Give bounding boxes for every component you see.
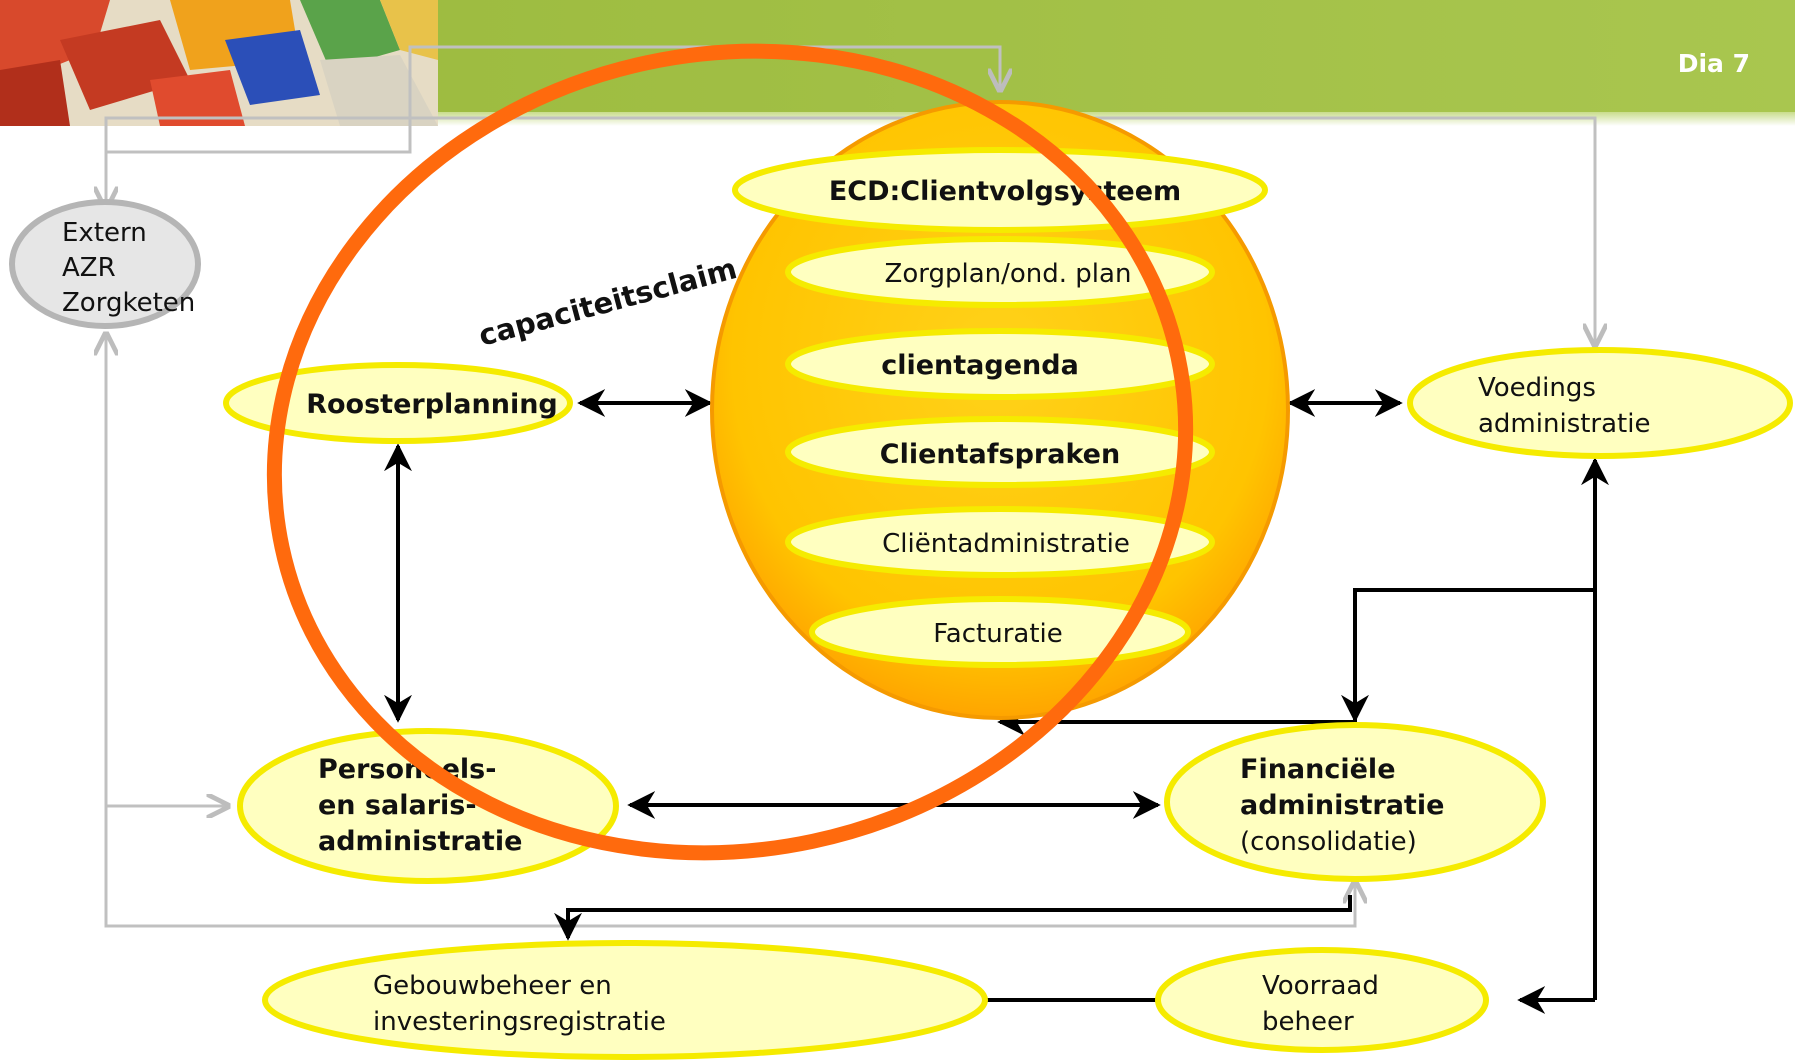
arrow-financiele-gebouw	[554, 895, 1352, 941]
gebouwbeheer-line: Gebouwbeheer en	[373, 971, 612, 1001]
module-label: Clientafspraken	[880, 439, 1120, 470]
module-label: Facturatie	[933, 619, 1063, 649]
voorraad-line: Voorraad	[1262, 971, 1379, 1001]
module-label: Cliëntadministratie	[882, 529, 1130, 559]
connector-extern-voedings	[104, 116, 1595, 345]
node-gebouwbeheer: Gebouwbeheer en investeringsregistratie	[262, 940, 988, 1060]
module-label: Zorgplan/ond. plan	[885, 259, 1132, 289]
financiele-line: administratie	[1240, 790, 1444, 821]
personeels-line: en salaris-	[318, 790, 477, 821]
capacity-claim-label: capaciteitsclaim	[475, 251, 740, 353]
voedings-line: administratie	[1478, 409, 1650, 439]
financiele-ellipse	[1164, 722, 1546, 882]
extern-line: AZR	[62, 253, 116, 283]
module-ellipse	[785, 328, 1215, 400]
module-ellipse	[785, 506, 1215, 578]
node-voedings: Voedings administratie	[1407, 347, 1793, 459]
module-label: clientagenda	[881, 350, 1079, 381]
voedings-ellipse	[1407, 347, 1793, 459]
roosterplanning-label: Roosterplanning	[306, 389, 558, 420]
node-extern: Extern AZR Zorgketen	[9, 199, 201, 329]
node-roosterplanning: Roosterplanning	[223, 362, 573, 444]
personeels-line: administratie	[318, 826, 522, 857]
ecd-title: ECD:Clientvolgsysteem	[829, 176, 1181, 207]
ecd-title-ellipse	[732, 147, 1268, 233]
roosterplanning-ellipse	[223, 362, 573, 444]
connector-extern-financiele	[106, 334, 1355, 928]
voorraad-line: beheer	[1262, 1007, 1354, 1037]
node-voorraad: Voorraad beheer	[1155, 947, 1489, 1053]
module-ellipse	[785, 416, 1215, 488]
ecd-system: ECD:Clientvolgsysteem Zorgplan/ond. plan…	[710, 100, 1290, 720]
capacity-claim-ring	[266, 43, 1194, 861]
module-ellipse	[809, 596, 1191, 668]
node-personeels: Personeels- en salaris- administratie	[237, 728, 619, 884]
module-ellipse	[785, 236, 1215, 308]
financiele-line: (consolidatie)	[1240, 827, 1417, 857]
extern-ellipse	[9, 199, 201, 329]
slide-number: Dia 7	[1678, 49, 1750, 78]
financiele-line: Financiële	[1240, 754, 1396, 785]
node-financiele: Financiële administratie (consolidatie)	[1164, 722, 1546, 882]
toy-blocks-logo	[0, 0, 438, 126]
header: Dia 7	[0, 0, 1795, 126]
gray-connectors	[104, 45, 1595, 928]
gebouwbeheer-ellipse	[262, 940, 988, 1060]
voedings-line: Voedings	[1478, 373, 1596, 403]
voorraad-ellipse	[1155, 947, 1489, 1053]
personeels-ellipse	[237, 728, 619, 884]
gebouwbeheer-line: investeringsregistratie	[373, 1007, 666, 1037]
extern-line: Extern	[62, 218, 147, 248]
extern-line: Zorgketen	[62, 288, 195, 318]
